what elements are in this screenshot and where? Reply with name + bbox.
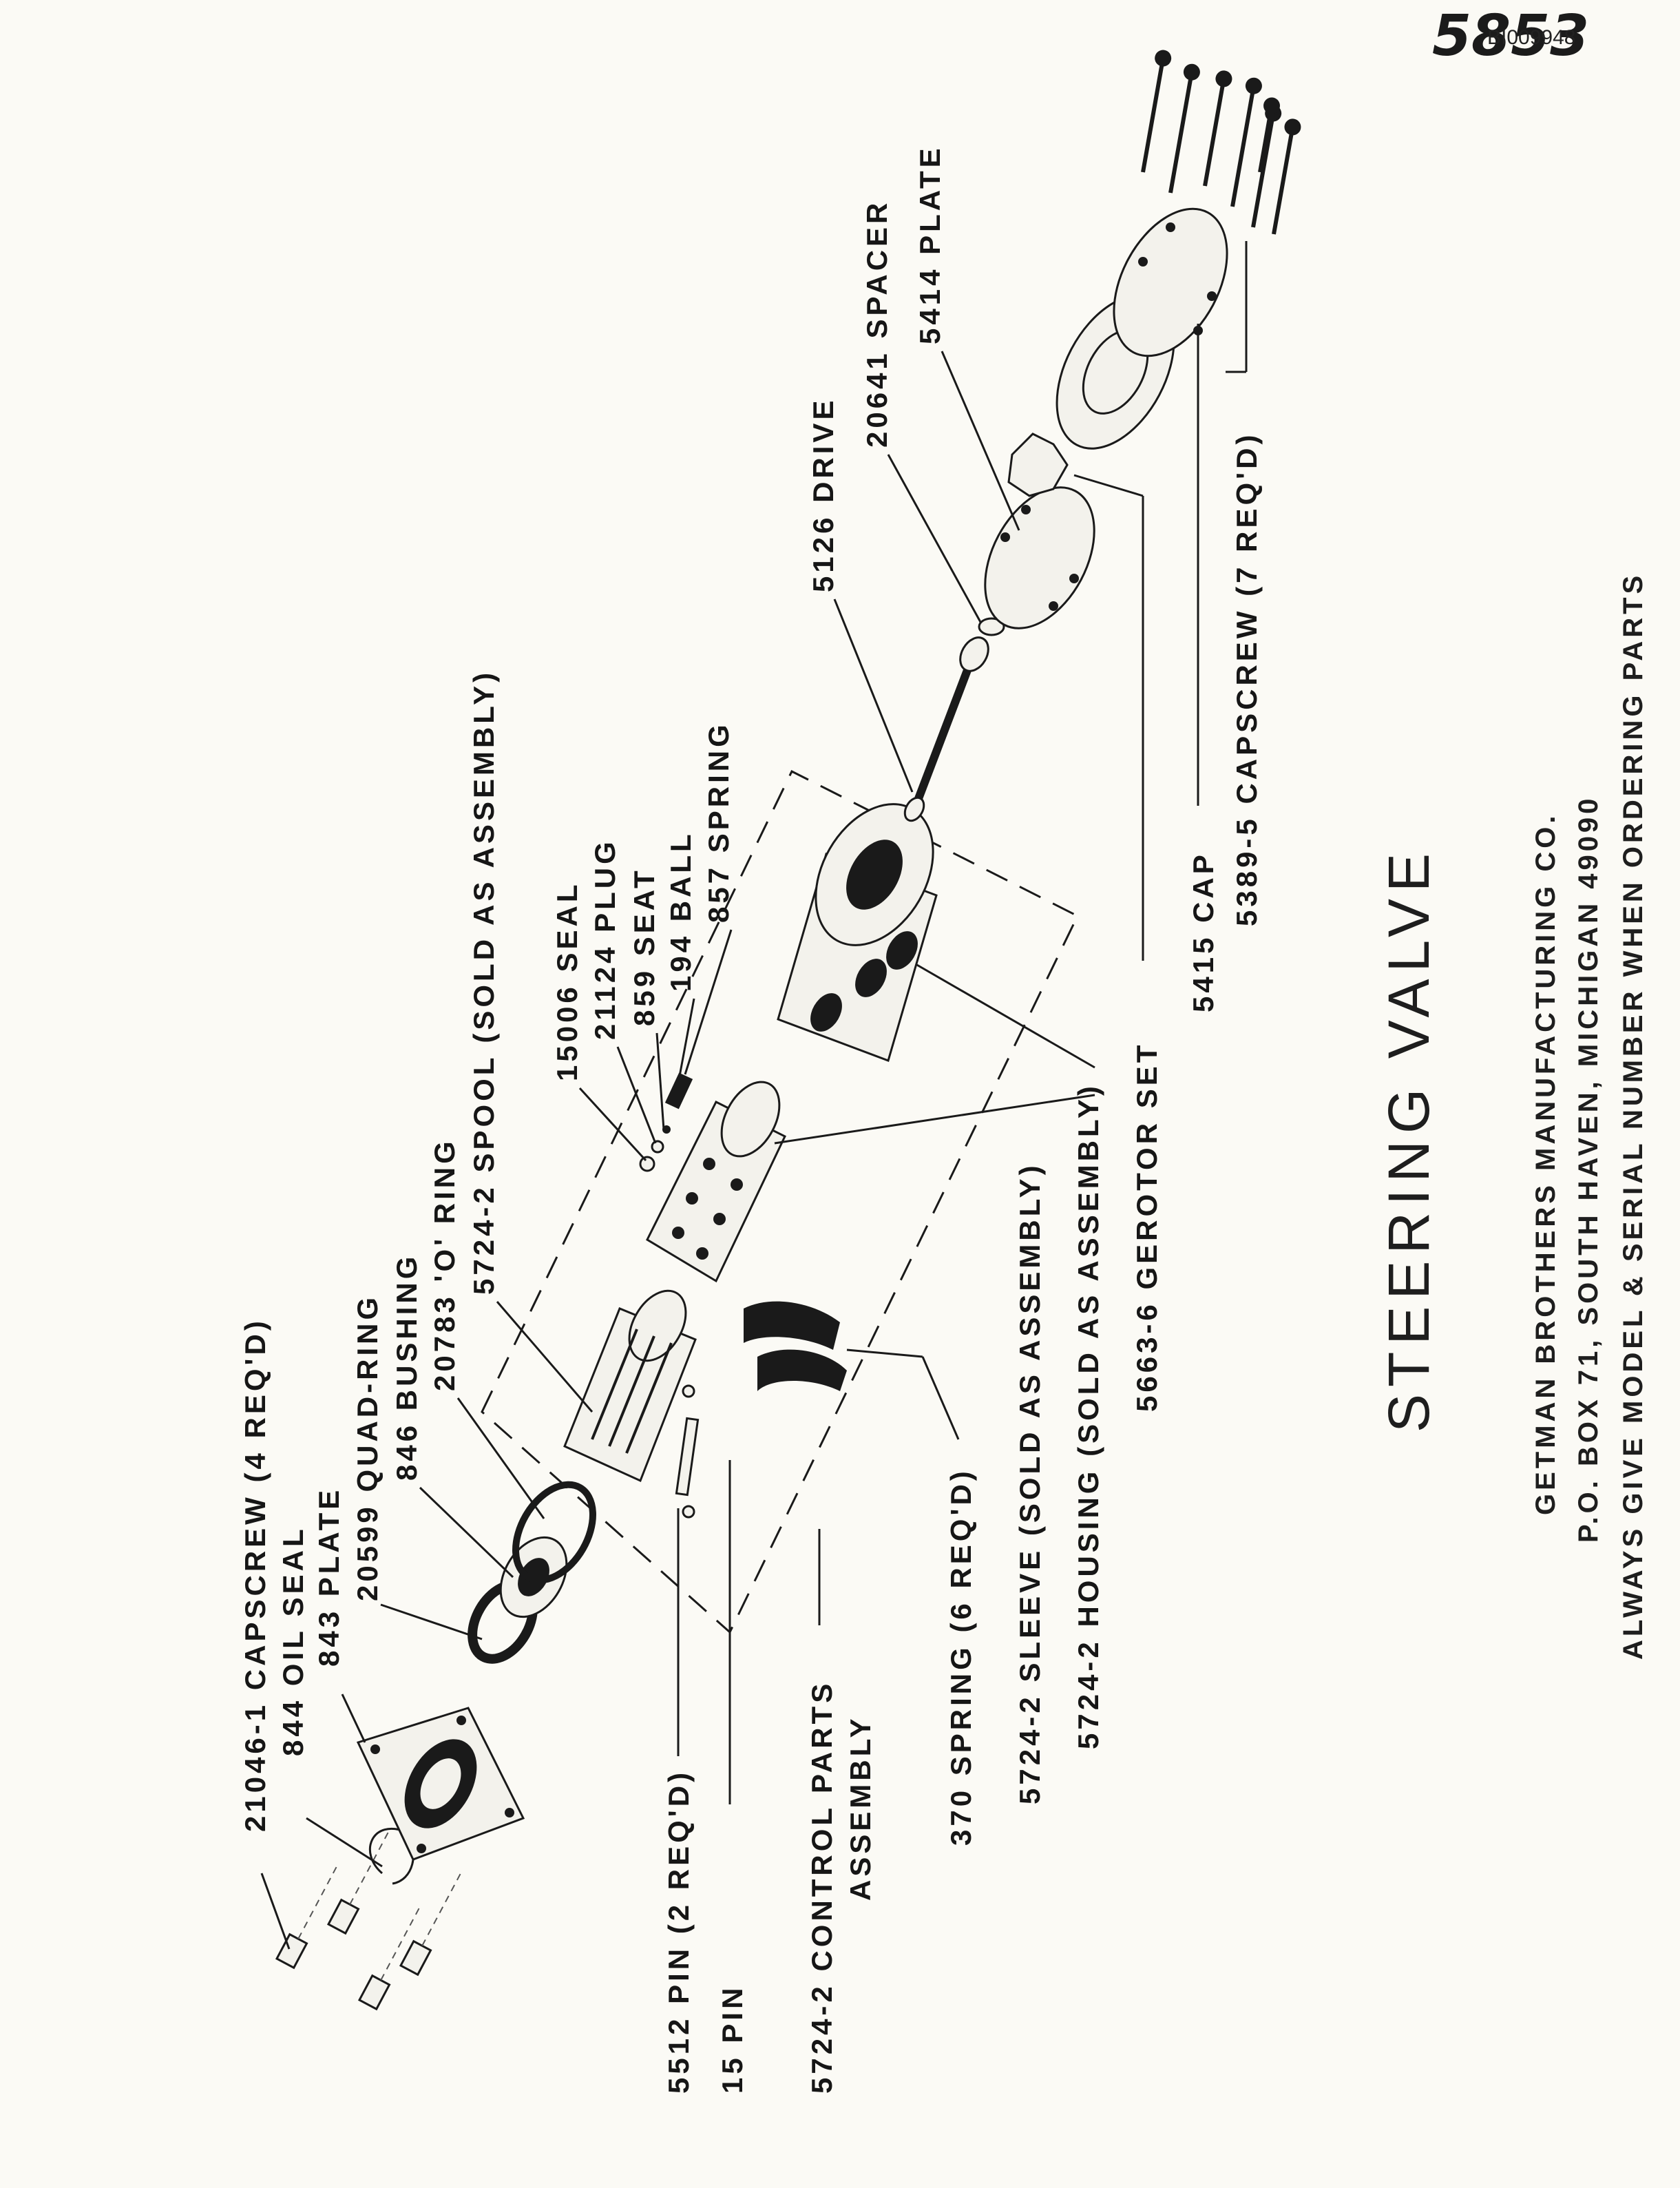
- label-pin-2: 5512 PIN (2 REQ'D): [662, 1769, 695, 2094]
- drive-part: [903, 636, 989, 822]
- capscrews-right: [1141, 50, 1301, 235]
- label-spring-370: 370 SPRING (6 REQ'D): [945, 1468, 977, 1846]
- label-plug: 21124 PLUG: [589, 838, 621, 1040]
- label-ball: 194 BALL: [664, 831, 697, 992]
- label-quad-ring: 20599 QUAD-RING: [351, 1294, 384, 1601]
- label-plate-843: 843 PLATE: [313, 1487, 345, 1667]
- footer-address: P.O. BOX 71, SOUTH HAVEN, MICHIGAN 49090: [1573, 795, 1604, 1543]
- label-bushing: 846 BUSHING: [390, 1253, 423, 1481]
- label-control-assembly: ASSEMBLY: [844, 1715, 876, 1901]
- control-assembly-outline: [481, 769, 1079, 1634]
- footer-note: ALWAYS GIVE MODEL & SERIAL NUMBER WHEN O…: [1618, 572, 1648, 1660]
- label-oil-seal: 844 OIL SEAL: [277, 1525, 309, 1756]
- pins-part: [675, 1384, 700, 1519]
- plate-843-part: [356, 1707, 525, 1861]
- label-seat: 859 SEAT: [628, 867, 660, 1026]
- cap-part: [1113, 207, 1228, 357]
- label-spacer: 20641 SPACER: [861, 200, 893, 448]
- label-seal: 15006 SEAL: [551, 882, 583, 1081]
- sleeve-part: [646, 1081, 786, 1283]
- label-pin-15: 15 PIN: [716, 1985, 748, 2094]
- label-capscrew-7: 5389-5 CAPSCREW (7 REQ'D): [1230, 432, 1263, 926]
- label-o-ring: 20783 'O' RING: [428, 1138, 461, 1391]
- label-drive: 5126 DRIVE: [807, 397, 839, 592]
- label-cap: 5415 CAP: [1187, 851, 1219, 1012]
- o-ring-part: [512, 1481, 596, 1584]
- page-number: 5853: [1432, 3, 1589, 69]
- label-housing: 5724-2 HOUSING (SOLD AS ASSEMBLY): [1072, 1083, 1104, 1749]
- drawing-title: STEERING VALVE: [1376, 846, 1441, 1432]
- check-valve-parts: [639, 1072, 693, 1172]
- label-sleeve: 5724-2 SLEEVE (SOLD AS ASSEMBLY): [1014, 1162, 1046, 1804]
- label-control-parts: 5724-2 CONTROL PARTS: [806, 1680, 838, 2094]
- label-plate-5414: 5414 PLATE: [914, 145, 946, 344]
- spacer-part: [978, 617, 1005, 636]
- label-capscrew-4: 21046-1 CAPSCREW (4 REQ'D): [239, 1317, 271, 1832]
- label-gerotor: 5663-6 GEROTOR SET: [1131, 1042, 1163, 1412]
- centering-springs-part: [744, 1301, 847, 1391]
- spool-part: [563, 1289, 697, 1483]
- housing-part: [777, 803, 938, 1062]
- label-spring-857: 857 SPRING: [702, 721, 735, 923]
- leader-lines: [260, 241, 1248, 1950]
- plate-5414-part: [984, 486, 1095, 629]
- capscrews-left: [275, 1830, 463, 2011]
- gerotor-star-part: [1007, 433, 1069, 497]
- label-spool: 5724-2 SPOOL (SOLD AS ASSEMBLY): [468, 669, 500, 1295]
- document-stamp-id: BI009948: [1487, 26, 1575, 49]
- footer-company: GETMAN BROTHERS MANUFACTURING CO.: [1531, 812, 1561, 1515]
